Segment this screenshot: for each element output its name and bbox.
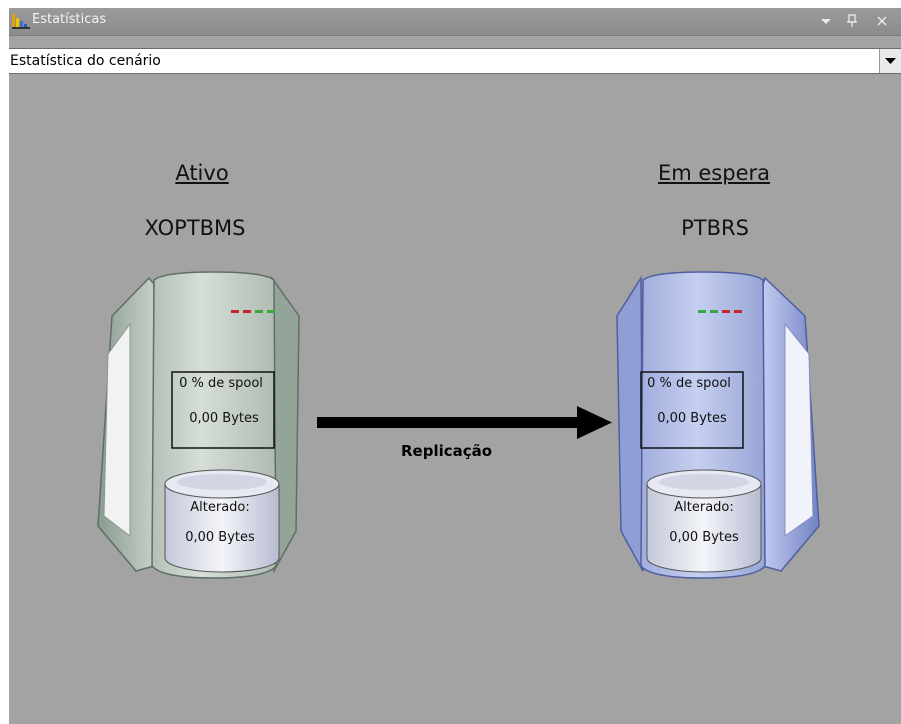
active-spool-percent: 0 % de spool [179, 376, 263, 391]
panel-title: Estatísticas [32, 12, 107, 27]
replication-label: Replicação [401, 442, 493, 460]
active-hostname: XOPTBMS [144, 216, 246, 240]
standby-role-label: Em espera [657, 161, 770, 185]
scenario-statistics-dropdown[interactable]: Estatística do cenário [9, 48, 901, 74]
active-changed-label: Alterado: [190, 500, 250, 515]
statistics-panel: Estatísticas Estatística do cenário Ativ… [9, 8, 901, 724]
close-icon[interactable] [875, 14, 889, 28]
bar-chart-icon [12, 14, 30, 29]
dropdown-button[interactable] [879, 49, 901, 73]
pin-icon[interactable] [845, 14, 859, 28]
standby-changed-label: Alterado: [674, 500, 734, 515]
chevron-down-icon[interactable] [819, 14, 833, 28]
active-changed-bytes: 0,00 Bytes [185, 530, 255, 545]
active-spool-bytes: 0,00 Bytes [189, 411, 259, 426]
standby-spool-percent: 0 % de spool [647, 376, 731, 391]
panel-title-bar: Estatísticas [9, 8, 901, 36]
replication-arrow [317, 406, 612, 439]
active-server-icon [94, 266, 304, 586]
standby-spool-bytes: 0,00 Bytes [657, 411, 727, 426]
standby-hostname: PTBRS [681, 216, 749, 240]
active-role-label: Ativo [175, 161, 229, 185]
standby-server-icon [613, 266, 823, 586]
standby-changed-bytes: 0,00 Bytes [669, 530, 739, 545]
dropdown-selected-value: Estatística do cenário [10, 53, 161, 69]
chevron-down-icon [885, 58, 896, 64]
